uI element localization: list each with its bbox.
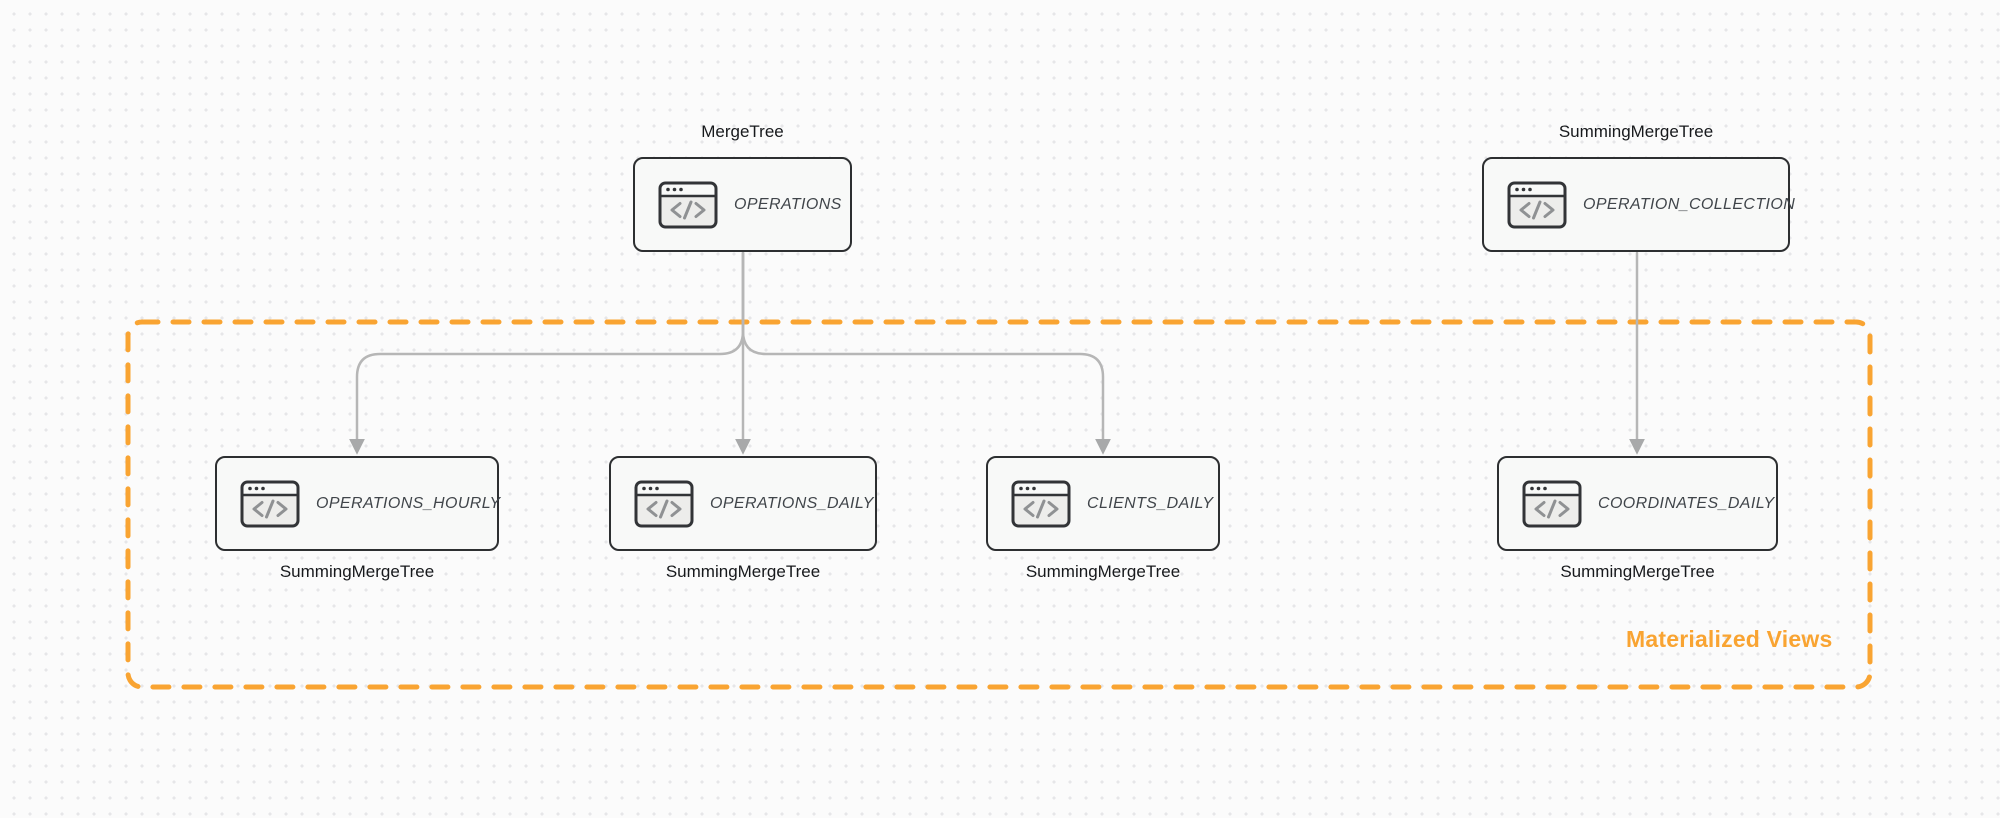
materialized-views-label: Materialized Views [1626, 626, 1833, 652]
table-node-box[interactable]: OPERATIONS [633, 157, 852, 252]
table-node-box[interactable]: OPERATIONS_HOURLY [215, 456, 501, 551]
engine-label: SummingMergeTree [1560, 562, 1715, 581]
code-window-icon [1522, 480, 1582, 527]
node-clients-daily[interactable]: SummingMergeTree CLIENTS_DAILY [986, 456, 1220, 581]
table-node-box[interactable]: COORDINATES_DAILY [1497, 456, 1778, 551]
table-name: OPERATION_COLLECTION [1583, 195, 1796, 213]
table-node-box[interactable]: OPERATION_COLLECTION [1482, 157, 1795, 252]
node-coordinates-daily[interactable]: SummingMergeTree COORDINATES_DAILY [1497, 456, 1778, 581]
edge-operations-to-clients-daily [741, 251, 1111, 455]
engine-label: SummingMergeTree [1025, 562, 1181, 581]
engine-label: SummingMergeTree [1558, 122, 1714, 141]
table-name: OPERATIONS_HOURLY [316, 494, 501, 512]
code-window-icon [658, 181, 718, 228]
node-operation-collection[interactable]: SummingMergeTree OPERATION_COLLECTION [1482, 122, 1795, 252]
code-window-icon [240, 480, 300, 527]
table-name: CLIENTS_DAILY [1087, 494, 1214, 512]
node-operations-daily[interactable]: SummingMergeTree OPERATIONS_DAILY [609, 456, 877, 581]
engine-label: MergeTree [701, 122, 784, 141]
table-node-box[interactable]: CLIENTS_DAILY [986, 456, 1220, 551]
table-name: COORDINATES_DAILY [1598, 494, 1775, 512]
node-operations[interactable]: MergeTree OPERATIONS [633, 122, 852, 252]
edge-operations-to-operations-hourly [349, 251, 745, 455]
code-window-icon [1507, 181, 1567, 228]
code-window-icon [1011, 480, 1071, 527]
node-operations-hourly[interactable]: SummingMergeTree OPERATIONS_HOURLY [215, 456, 501, 581]
table-node-box[interactable]: OPERATIONS_DAILY [609, 456, 877, 551]
code-window-icon [634, 480, 694, 527]
table-name: OPERATIONS [734, 195, 842, 213]
table-name: OPERATIONS_DAILY [710, 494, 874, 512]
engine-label: SummingMergeTree [665, 562, 821, 581]
engine-label: SummingMergeTree [279, 562, 435, 581]
